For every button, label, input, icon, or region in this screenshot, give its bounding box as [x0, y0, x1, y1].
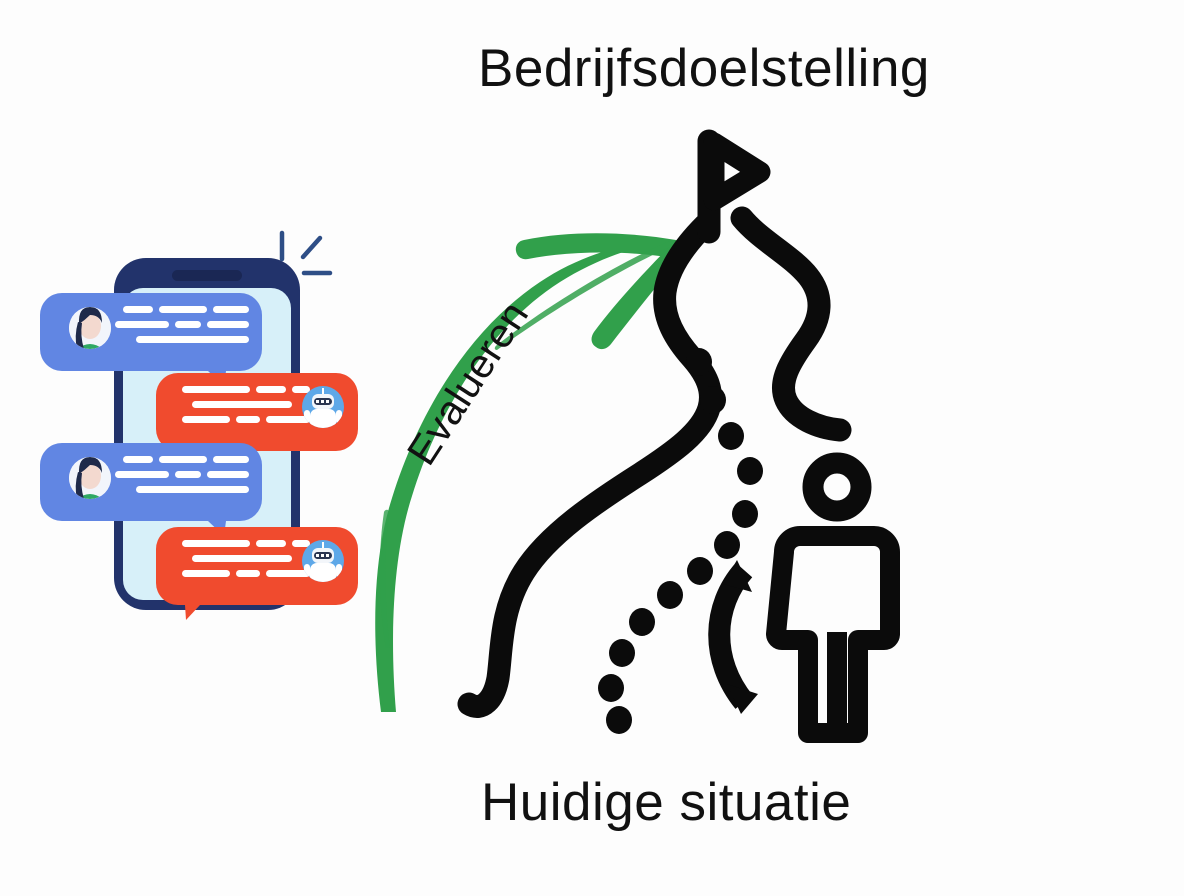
person-figure-icon [766, 452, 900, 743]
chat-bubble-user-2 [40, 443, 262, 536]
person-body [766, 526, 900, 743]
person-head [802, 452, 872, 522]
road-edge-right [730, 206, 852, 442]
road-edge-left [457, 213, 722, 718]
bubble-text-lines [115, 306, 249, 343]
chat-bubble-bot-2 [156, 527, 358, 620]
chat-bubble-user-1 [40, 293, 262, 386]
arrow-highlight [494, 241, 672, 350]
flag-pennant [703, 132, 771, 211]
bubble-text-lines [115, 456, 249, 493]
back-arrow-curve [708, 562, 753, 709]
phone-speaker-bar [172, 270, 242, 281]
dotted-center-line [598, 348, 763, 734]
chat-bubble-bot-1 [156, 373, 358, 466]
curved-back-arrow-icon [708, 560, 758, 714]
page-title-current: Huidige situatie [481, 773, 852, 832]
arrowhead-upper [515, 233, 676, 260]
goal-flag-icon [697, 129, 771, 244]
sparkle-marks-icon [279, 230, 333, 276]
robot-avatar [302, 386, 344, 428]
back-arrow-head-bottom [727, 684, 758, 714]
bubble-text-lines [182, 540, 310, 577]
bubble-text-lines [182, 386, 310, 423]
page-title-goal: Bedrijfsdoelstelling [478, 39, 930, 98]
arrow-tail-highlight [379, 509, 390, 648]
robot-avatar [302, 540, 344, 582]
back-arrow-head-top [723, 560, 752, 592]
